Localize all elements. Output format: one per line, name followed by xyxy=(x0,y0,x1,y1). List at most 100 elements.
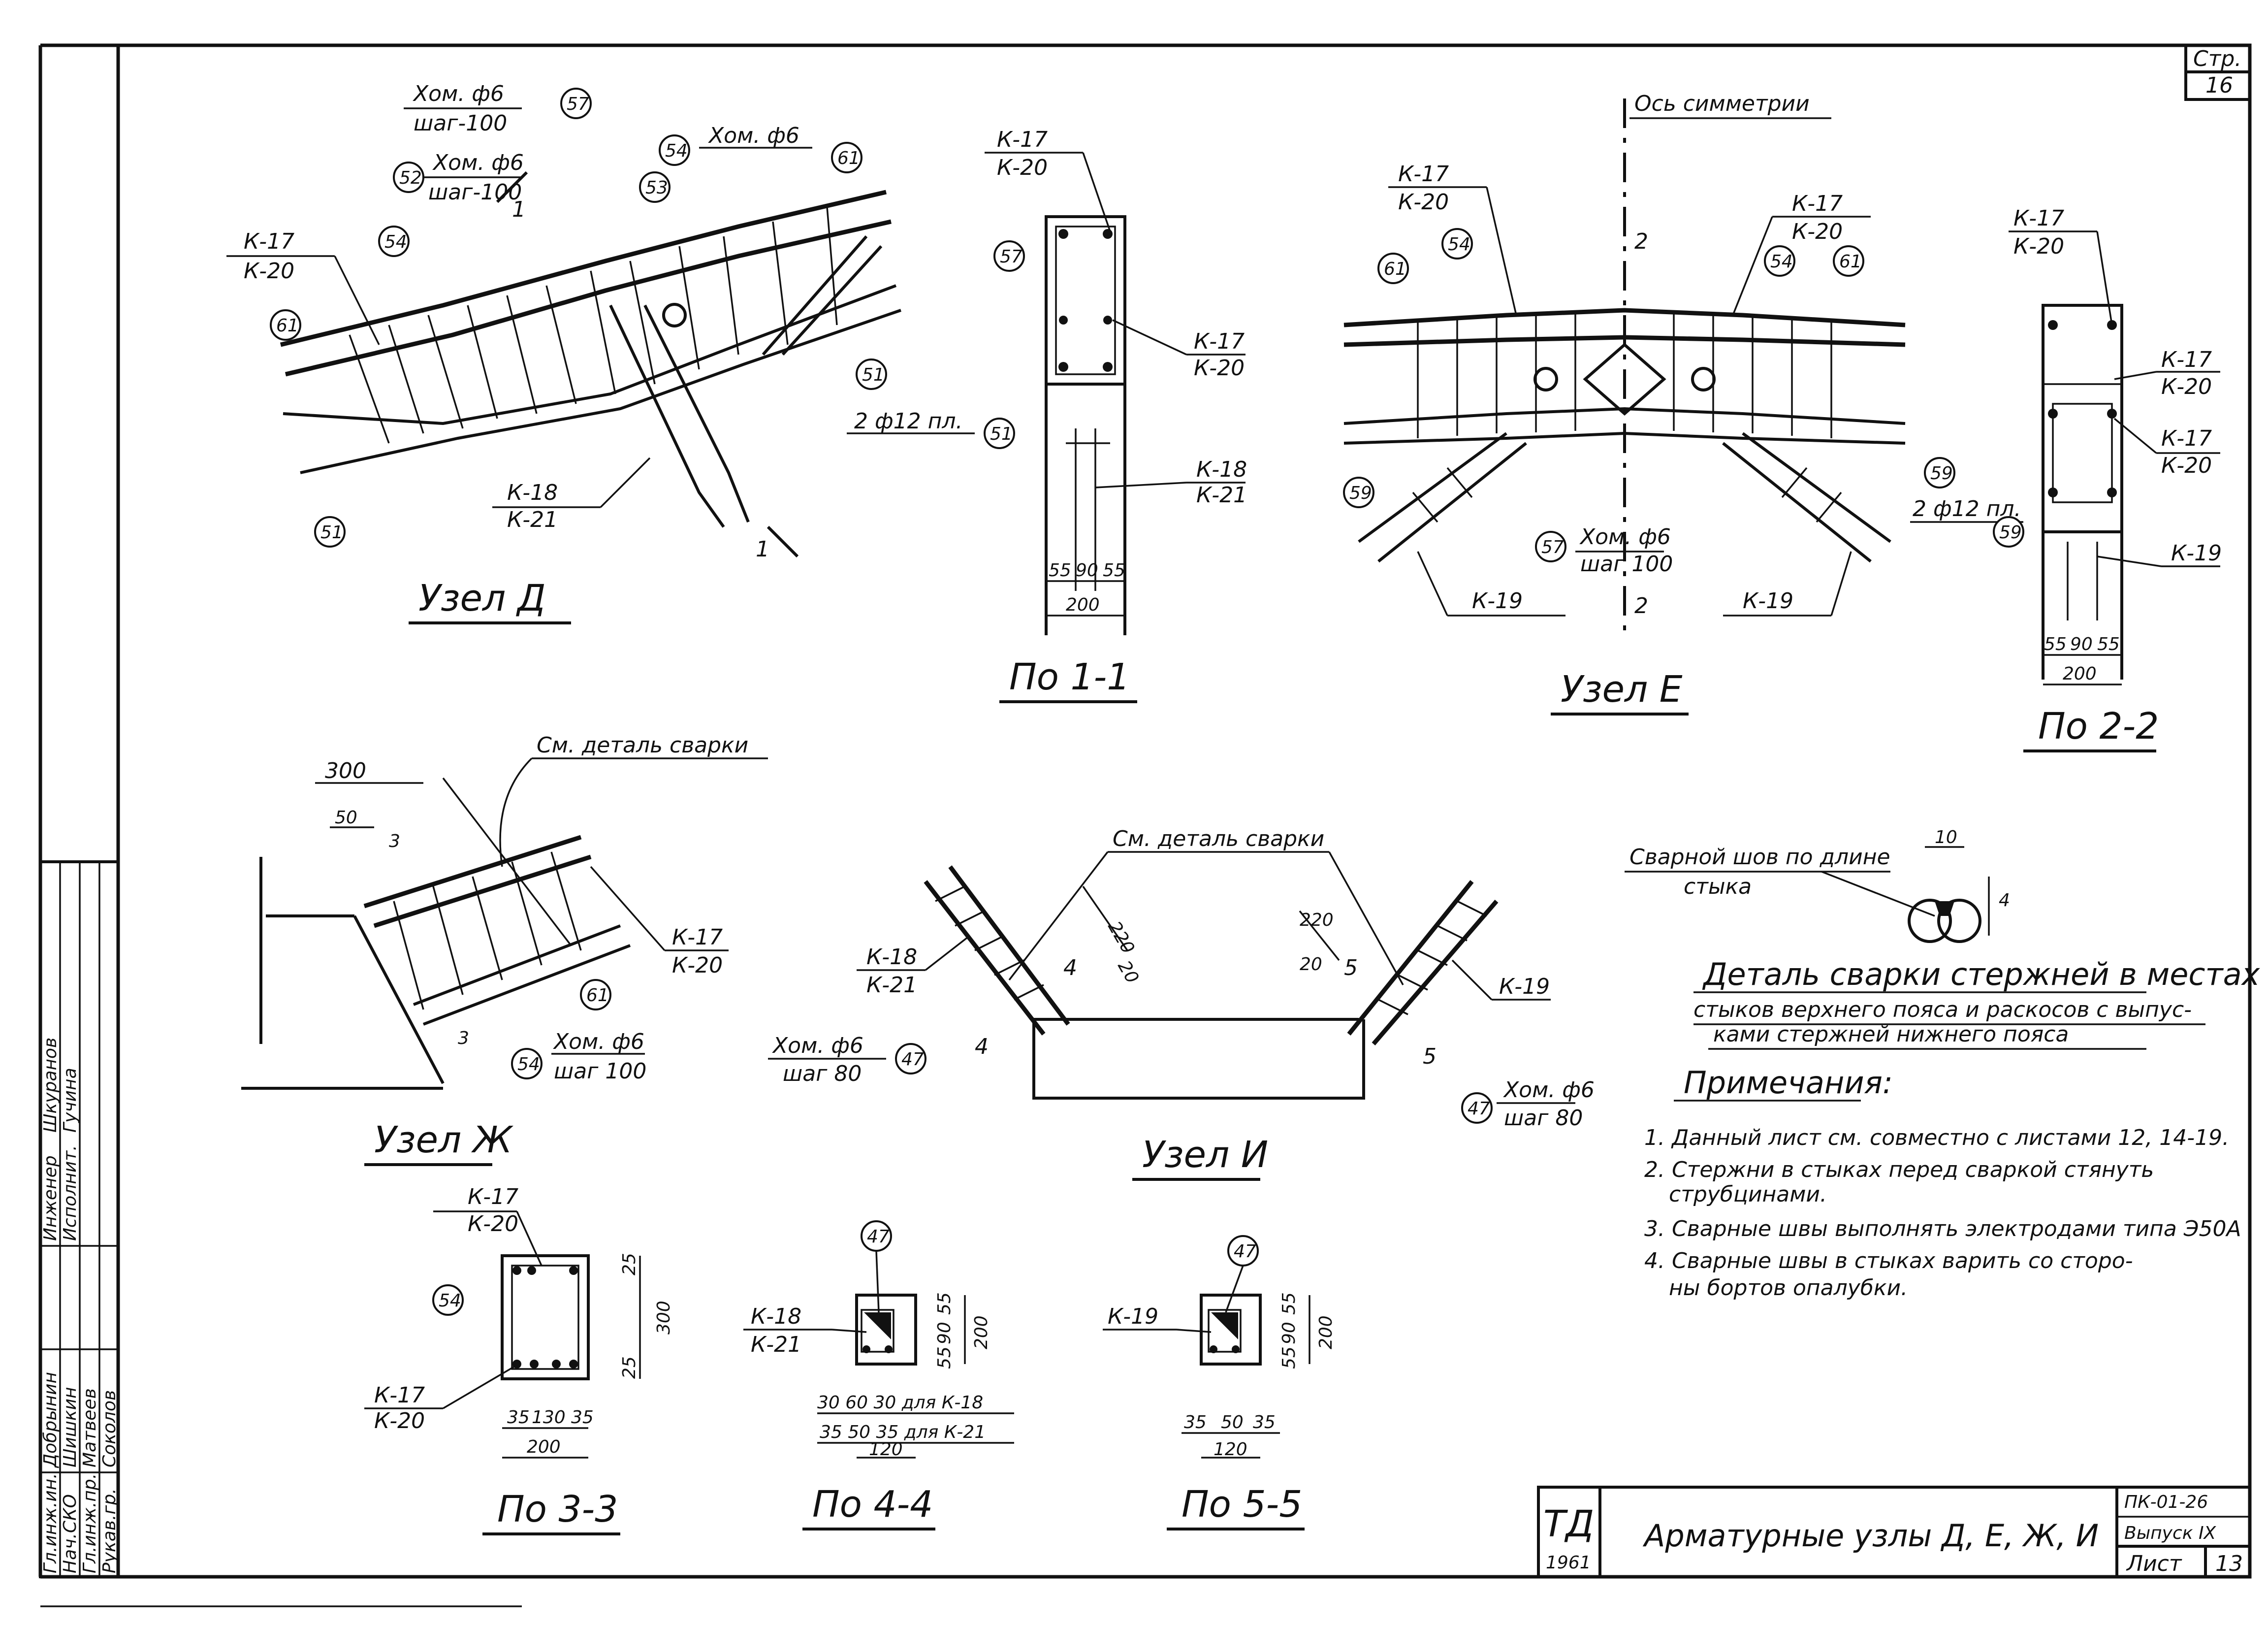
node-d-ref-1: 57 xyxy=(567,94,589,114)
node-d-k17: К-17 xyxy=(244,229,294,254)
node-e-title: Узел Е xyxy=(1561,668,1683,711)
sec33-k17a: К-17 xyxy=(468,1184,518,1209)
section-4-4: 47 К-18 К-21 30 60 30 для К-18 35 50 35 … xyxy=(743,1220,1014,1530)
node-zh-drawing: 300 50 3 3 См. деталь сварки К-17 К-20 Х… xyxy=(241,733,768,1166)
weld-label: Сварной шов по длине xyxy=(1629,845,1890,870)
approval-stamp: Гл.инж.ин. Нач.СКО Гл.инж.пр. Рукав.гр. … xyxy=(39,860,120,1578)
sec33-title: По 3-3 xyxy=(497,1488,618,1530)
node-d-k18: К-18 xyxy=(507,480,558,505)
node-e-axis: Ось симметрии xyxy=(1634,91,1810,116)
sec33-k17b: К-17 xyxy=(374,1383,425,1408)
node-zh-k17: К-17 xyxy=(672,925,723,950)
stamp-name-1: Добрынин xyxy=(40,1372,61,1468)
sec55-title: По 5-5 xyxy=(1182,1483,1302,1526)
page-label: Стр. xyxy=(2193,46,2241,71)
stamp-name-6: Гучина xyxy=(60,1068,80,1133)
sec22-k17b: К-17 xyxy=(2161,347,2212,372)
node-i-sec4-bottom: 4 xyxy=(975,1034,989,1059)
stamp-role-2: Нач.СКО xyxy=(60,1494,80,1573)
sec11-dim-2: 90 xyxy=(1076,560,1098,581)
node-zh-dim300: 300 xyxy=(325,758,366,783)
sec22-width: 200 xyxy=(2063,664,2097,684)
issue-number: Выпуск IX xyxy=(2124,1523,2217,1543)
node-e-k19b: К-19 xyxy=(1743,588,1793,614)
sec55-height: 200 xyxy=(1316,1315,1336,1349)
sec33-dimv-3: 25 xyxy=(619,1356,639,1379)
node-zh-title: Узел Ж xyxy=(374,1119,514,1161)
sec55-width: 120 xyxy=(1214,1439,1247,1460)
sec22-dim-2: 90 xyxy=(2070,634,2093,654)
sec55-ref47: 47 xyxy=(1234,1241,1256,1262)
node-i-weld-ref: См. деталь сварки xyxy=(1113,826,1324,851)
node-i-k21: К-21 xyxy=(866,973,917,998)
node-d-section-top: 1 xyxy=(512,197,526,222)
stamp-name-4: Соколов xyxy=(99,1390,120,1467)
node-d-ref-4: 53 xyxy=(645,178,668,198)
node-i-ref47a: 47 xyxy=(901,1049,924,1070)
sec11-k17b: К-17 xyxy=(1194,329,1245,354)
sec22-title: По 2-2 xyxy=(2038,705,2159,748)
node-d-step1: шаг-100 xyxy=(414,111,507,136)
node-e-ref-7: 57 xyxy=(1541,537,1564,557)
sec33-k20a: К-20 xyxy=(468,1211,518,1237)
sec55-dimv-3: 55 xyxy=(1279,1346,1299,1369)
node-e-section-top: 2 xyxy=(1634,229,1648,254)
node-i-clamp-r: Хом. ф6 xyxy=(1503,1077,1595,1103)
node-e-k20b: К-20 xyxy=(1792,219,1843,244)
node-e-k17b: К-17 xyxy=(1792,191,1843,216)
weld-label-2: стыка xyxy=(1684,874,1752,899)
section-2-2: К-17 К-20 К-17 К-20 К-17 К-20 К-19 2 ф12… xyxy=(1910,206,2222,752)
node-i-drawing: См. деталь сварки 220 20 4 4 220 20 5 5 … xyxy=(768,826,1595,1181)
node-d-k21: К-21 xyxy=(507,507,558,532)
node-zh-section-bottom: 3 xyxy=(458,1028,469,1048)
sec33-dimh-2: 130 xyxy=(532,1407,566,1428)
node-e-ref-4: 61 xyxy=(1839,252,1862,272)
node-e-ref-1: 61 xyxy=(1384,259,1406,279)
title-block: ТД 1961 Арматурные узлы Д, Е, Ж, И ПК-01… xyxy=(1537,1486,2251,1578)
sec44-dimv-1: 55 xyxy=(934,1292,955,1315)
node-i-ref47b: 47 xyxy=(1468,1099,1490,1119)
sec22-k20c: К-20 xyxy=(2161,453,2212,478)
sec55-dimv-1: 55 xyxy=(1279,1292,1299,1315)
node-i-sec4-top: 4 xyxy=(1063,955,1077,980)
node-i-dim20b: 20 xyxy=(1300,954,1322,975)
sec33-k20b: К-20 xyxy=(374,1408,425,1433)
stamp-role-6: Исполнит. xyxy=(60,1145,80,1241)
node-d-section-bottom: 1 xyxy=(756,537,769,562)
node-i-k19: К-19 xyxy=(1499,974,1550,999)
node-e-ref-3: 54 xyxy=(1770,252,1793,272)
sec44-dimv-3: 55 xyxy=(934,1346,955,1369)
sec44-ref47: 47 xyxy=(867,1227,890,1247)
sec33-dimh-1: 35 xyxy=(507,1407,530,1428)
sec44-title: По 4-4 xyxy=(812,1483,933,1526)
node-i-title: Узел И xyxy=(1142,1134,1268,1176)
node-e-k17a: К-17 xyxy=(1398,162,1449,187)
stamp-role-5: Инженер xyxy=(40,1155,61,1241)
sec33-dimv-1: 25 xyxy=(619,1253,639,1275)
note-4: 3. Сварные швы выполнять электродами тип… xyxy=(1644,1216,2241,1241)
node-d-title: Узел Д xyxy=(418,577,546,619)
node-zh-k20: К-20 xyxy=(672,953,723,978)
sheet-label: Лист xyxy=(2126,1551,2182,1576)
node-d-ref-5: 61 xyxy=(837,148,860,168)
sec55-dimh-1: 35 xyxy=(1184,1412,1207,1433)
node-i-step-l: шаг 80 xyxy=(783,1061,862,1086)
node-e-ref-6: 59 xyxy=(1930,463,1953,484)
sec44-k21: К-21 xyxy=(751,1332,801,1357)
stamp-role-3: Гл.инж.пр. xyxy=(80,1473,100,1573)
node-d-clamp1: Хом. ф6 xyxy=(413,81,504,106)
node-e-drawing: Ось симметрии 2 2 К- xyxy=(1343,91,1955,716)
node-e-ref-5: 59 xyxy=(1349,483,1372,503)
node-zh-dim50: 50 xyxy=(335,808,357,828)
node-e-k20a: К-20 xyxy=(1398,190,1449,215)
stamp-role-1: Гл.инж.ин. xyxy=(40,1473,61,1573)
node-d-ref-8: 51 xyxy=(862,365,885,385)
note-1: 1. Данный лист см. совместно с листами 1… xyxy=(1644,1125,2229,1150)
node-i-sec5-top: 5 xyxy=(1344,955,1358,980)
sec55-dimv-2: 90 xyxy=(1279,1322,1299,1344)
node-zh-ref54: 54 xyxy=(517,1054,540,1074)
stamp-role-4: Рукав.гр. xyxy=(99,1488,120,1573)
node-i-sec5-bottom: 5 xyxy=(1423,1044,1437,1069)
stamp-name-3: Матвеев xyxy=(80,1388,100,1467)
